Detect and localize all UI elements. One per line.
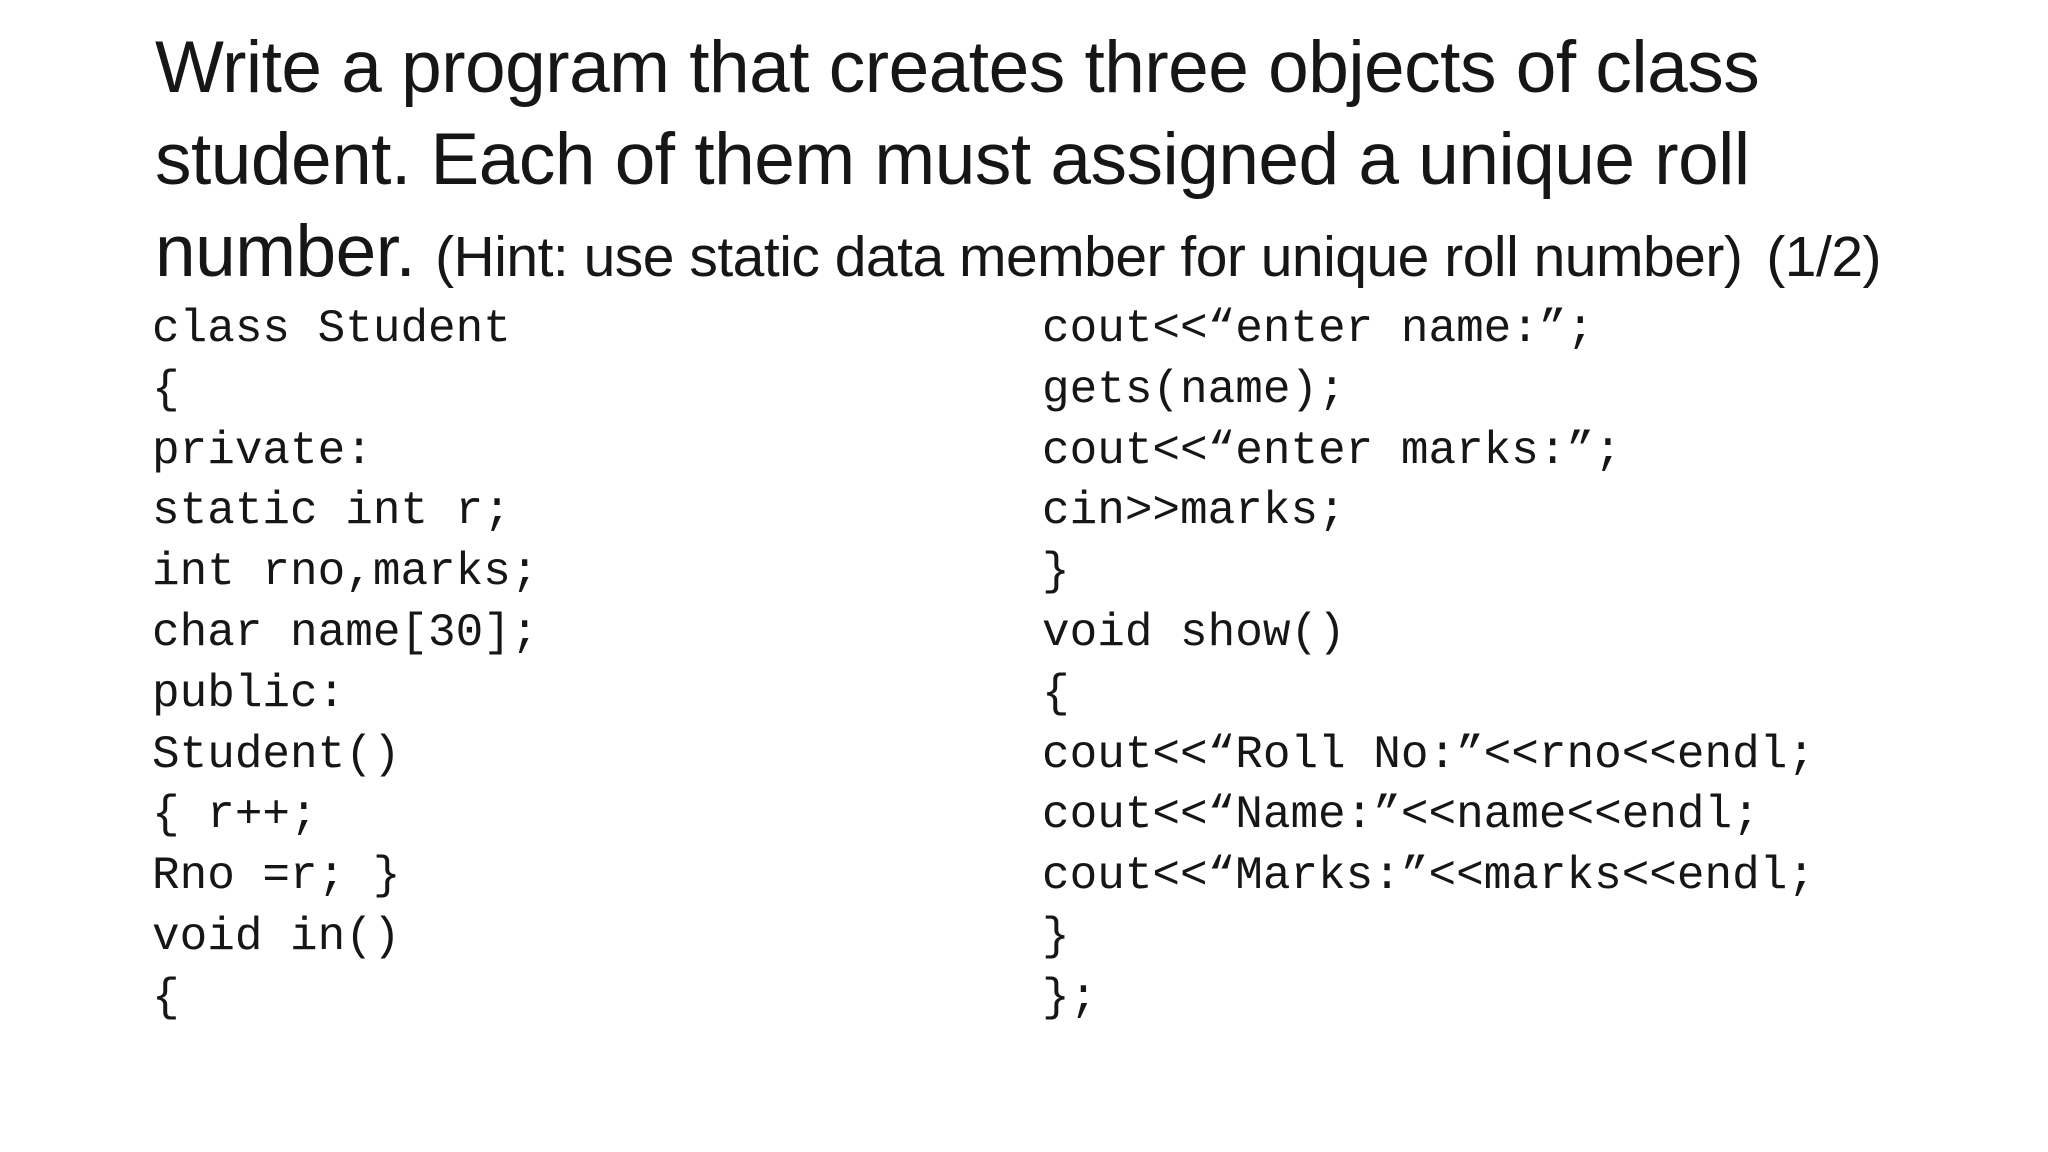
code-line: void in() <box>152 910 401 963</box>
code-line: cout<<“Marks:”<<marks<<endl; <box>1042 850 1815 903</box>
slide-title-line2: student. Each of them must assigned a un… <box>155 119 1750 200</box>
code-column-left: class Student { private: static int r; i… <box>152 299 538 1029</box>
code-line: } <box>1042 910 1070 963</box>
code-line: Student() <box>152 728 401 781</box>
slide-title-line3-main: number. <box>155 211 416 292</box>
code-line: cout<<“enter marks:”; <box>1042 424 1622 477</box>
slide-title-line1: Write a program that creates three objec… <box>155 27 1760 108</box>
code-line: { r++; <box>152 789 318 842</box>
code-line: cout<<“Roll No:”<<rno<<endl; <box>1042 728 1815 781</box>
slide-title-hint: (Hint: use static data member for unique… <box>435 225 1743 289</box>
code-line: { <box>152 363 180 416</box>
code-line: char name[30]; <box>152 606 539 659</box>
slide-title: Write a program that creates three objec… <box>155 22 1882 303</box>
code-line: cin>>marks; <box>1042 485 1346 538</box>
page-indicator: (1/2) <box>1766 225 1882 289</box>
code-line: { <box>152 971 180 1024</box>
code-line: }; <box>1042 971 1098 1024</box>
code-line: cout<<“enter name:”; <box>1042 303 1595 355</box>
code-line: public: <box>152 667 346 720</box>
code-line: int rno,marks; <box>152 546 539 599</box>
code-line: { <box>1042 667 1070 720</box>
code-line: Rno =r; } <box>152 850 401 903</box>
code-line: private: <box>152 424 373 477</box>
code-line: static int r; <box>152 485 511 538</box>
code-line: class Student <box>152 303 511 355</box>
code-line: cout<<“Name:”<<name<<endl; <box>1042 789 1760 842</box>
slide-title-line3: number. (Hint: use static data member fo… <box>155 206 1882 303</box>
code-line: gets(name); <box>1042 363 1346 416</box>
code-line: void show() <box>1042 606 1346 659</box>
code-column-right: cout<<“enter name:”; gets(name); cout<<“… <box>1042 299 1815 1029</box>
code-line: } <box>1042 546 1070 599</box>
